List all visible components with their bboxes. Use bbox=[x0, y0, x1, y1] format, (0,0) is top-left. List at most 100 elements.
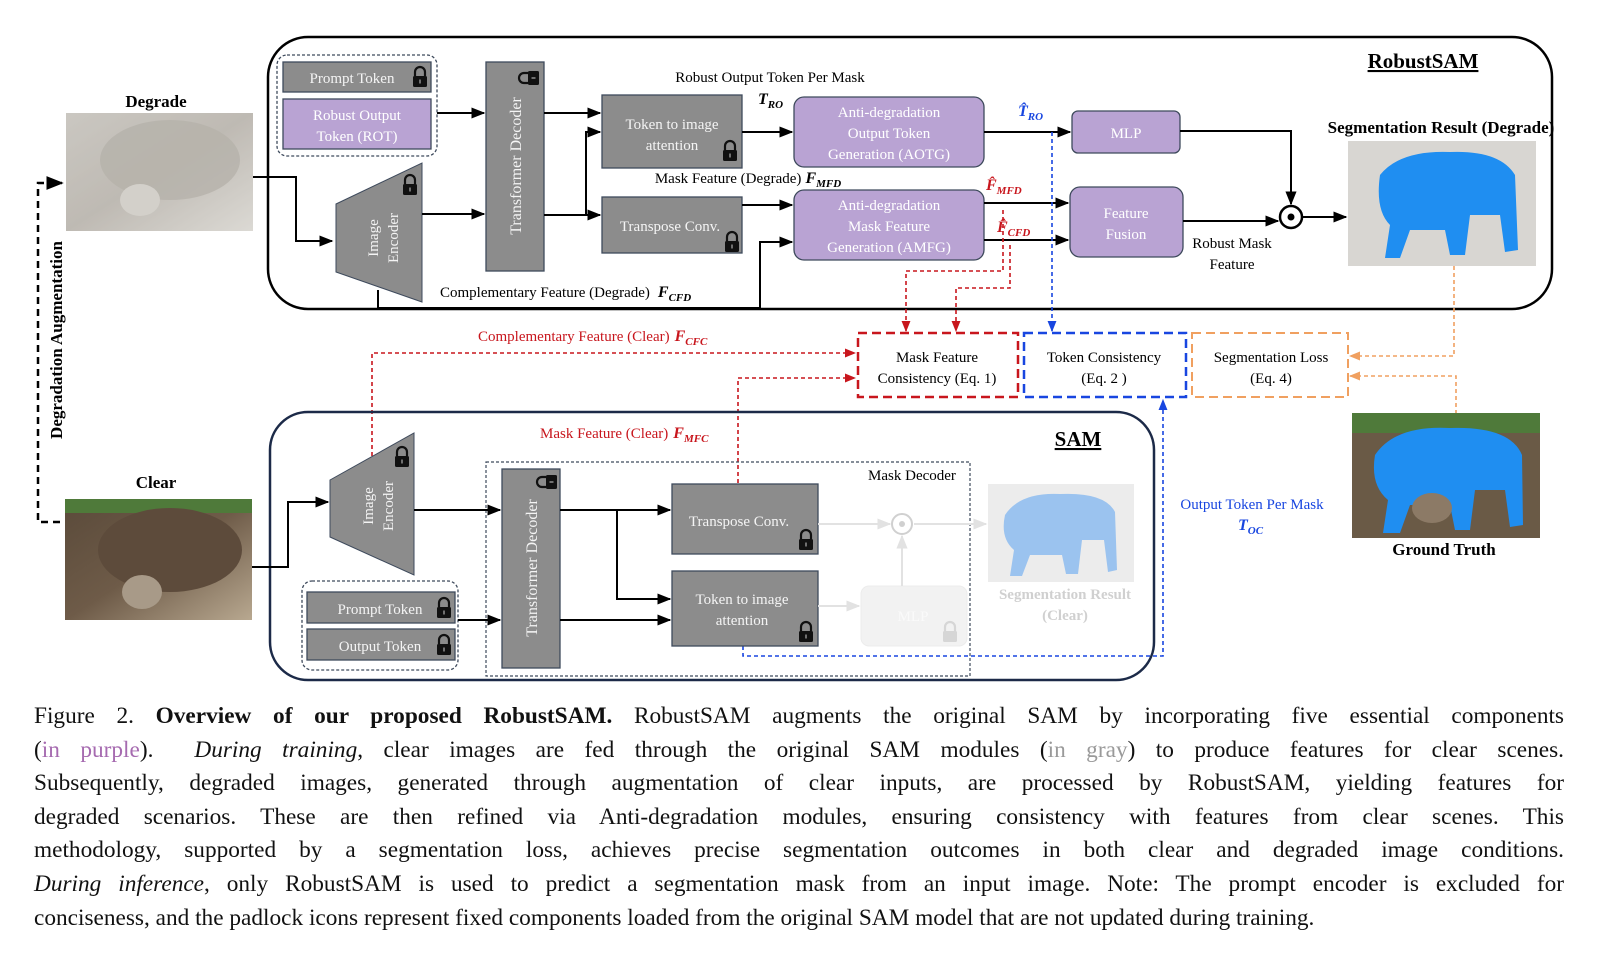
sam-faded-arrows bbox=[818, 518, 988, 612]
token-consistency-loss: Token Consistency (Eq. 2 ) bbox=[1022, 331, 1188, 399]
caption-line-7: conciseness, and the padlock icons repre… bbox=[34, 904, 1315, 931]
seg-loss-line2: (Eq. 4) bbox=[1250, 371, 1292, 387]
seg-result-degrade-image bbox=[1348, 141, 1536, 266]
caption-text: , only RobustSAM is used to predict a se… bbox=[204, 870, 1565, 897]
t-ro-hat-symbol: T̂RO bbox=[1018, 101, 1043, 123]
feature-fusion-line1: Feature bbox=[1104, 206, 1149, 222]
transformer-decoder-label: Transformer Decoder bbox=[508, 97, 525, 235]
sam-transformer-decoder: Transformer Decoder bbox=[501, 468, 561, 669]
sam-transpose-conv: Transpose Conv. bbox=[671, 483, 819, 555]
caption-line-6: During inference, only RobustSAM is used… bbox=[34, 868, 1564, 902]
robust-mlp: MLP bbox=[1071, 110, 1181, 154]
robustsam-title: RobustSAM bbox=[1368, 49, 1479, 73]
sam-transformer-decoder-label: Transformer Decoder bbox=[524, 499, 541, 637]
sam-mlp-faded: MLP bbox=[860, 585, 968, 647]
caption-line-4: degraded scenarios. These are then refin… bbox=[34, 803, 1564, 830]
amfg-line1: Anti-degradation bbox=[838, 198, 941, 214]
f-cfd-hat-symbol: F̂CFD bbox=[996, 217, 1030, 239]
caption-line-2: (in purple). During training, clear imag… bbox=[34, 734, 1564, 768]
caption-italic-text: During inference bbox=[34, 870, 205, 897]
sam-prompt-token-label: Prompt Token bbox=[338, 602, 423, 618]
token-consistency-line1: Token Consistency bbox=[1047, 350, 1162, 366]
seg-loss-line1: Segmentation Loss bbox=[1214, 350, 1329, 366]
mask-decoder-group bbox=[485, 461, 971, 677]
robust-output-token-label: Robust Output Token Per Mask bbox=[675, 70, 865, 86]
robust-image-encoder: Image Encoder bbox=[335, 162, 423, 303]
token-to-image-line2: attention bbox=[646, 138, 699, 154]
caption-purple-text: in purple bbox=[41, 736, 140, 763]
amfg-line3: Generation (AMFG) bbox=[827, 240, 951, 256]
token-consistency-line2: (Eq. 2 ) bbox=[1081, 371, 1126, 387]
caption-text: , clear images are fed through the origi… bbox=[357, 736, 1048, 763]
aotg-line1: Anti-degradation bbox=[838, 105, 941, 121]
feature-fusion-module: Feature Fusion bbox=[1069, 186, 1184, 258]
image-encoder-line2: Encoder bbox=[386, 213, 402, 263]
sam-token-to-image-attention: Token to image attention bbox=[671, 570, 819, 647]
feature-fusion-line2: Fusion bbox=[1106, 227, 1147, 243]
caption-gray-text: in gray bbox=[1047, 736, 1128, 763]
ground-truth-label: Ground Truth bbox=[1392, 540, 1496, 559]
seg-result-degrade-label: Segmentation Result (Degrade) bbox=[1328, 118, 1555, 137]
robustsam-architecture-diagram: Degrade Clear Degradation Augmentation R… bbox=[36, 35, 1555, 682]
mask-consistency-line1: Mask Feature bbox=[896, 350, 978, 366]
rot-label-line1: Robust Output bbox=[313, 108, 402, 124]
caption-line-1: Figure 2. Overview of our proposed Robus… bbox=[34, 700, 1564, 734]
aotg-line3: Generation (AOTG) bbox=[828, 147, 950, 163]
mlp-label: MLP bbox=[1111, 126, 1142, 142]
robust-mask-feature-line1: Robust Mask bbox=[1192, 236, 1272, 252]
output-token-per-mask-label: Output Token Per Mask bbox=[1180, 497, 1324, 513]
mask-feature-consistency-loss: Mask Feature Consistency (Eq. 1) bbox=[856, 331, 1020, 399]
caption-text: ) to produce features for clear scenes. bbox=[1127, 736, 1564, 763]
sam-image-encoder-line1: Image bbox=[361, 487, 377, 525]
robust-output-token-box: Robust Output Token (ROT) bbox=[282, 98, 432, 150]
caption-italic-text: During training bbox=[194, 736, 358, 763]
segmentation-loss-arrows bbox=[1348, 266, 1457, 414]
aotg-module: Anti-degradation Output Token Generation… bbox=[793, 96, 985, 168]
figure-caption: Figure 2. Overview of our proposed Robus… bbox=[34, 700, 1564, 935]
sam-mlp-label: MLP bbox=[898, 609, 929, 625]
sam-token-to-image-line2: attention bbox=[716, 613, 769, 629]
clear-label: Clear bbox=[136, 473, 177, 492]
robust-mask-feature-line2: Feature bbox=[1210, 257, 1255, 273]
sam-title: SAM bbox=[1055, 427, 1102, 451]
sam-prompt-token-box: Prompt Token bbox=[306, 591, 456, 624]
image-encoder-line1: Image bbox=[366, 219, 382, 257]
robust-transpose-conv: Transpose Conv. bbox=[601, 196, 743, 254]
mask-feature-consistency-arrows bbox=[371, 210, 1011, 483]
mask-decoder-label: Mask Decoder bbox=[868, 468, 956, 484]
t-ro-symbol: TRO bbox=[758, 91, 783, 111]
robustsam-flow-arrows bbox=[253, 107, 1348, 309]
sam-panel bbox=[268, 410, 1156, 682]
sam-token-to-image-line1: Token to image bbox=[695, 592, 788, 608]
complementary-clear-label: Complementary Feature (Clear)FCFC bbox=[478, 328, 708, 348]
mask-feature-degrade-label: Mask Feature (Degrade)FMFD bbox=[655, 170, 841, 190]
sam-transpose-conv-label: Transpose Conv. bbox=[689, 514, 789, 530]
token-to-image-line1: Token to image bbox=[625, 117, 718, 133]
caption-text: ( bbox=[34, 736, 42, 763]
transpose-conv-label: Transpose Conv. bbox=[620, 219, 720, 235]
degrade-label: Degrade bbox=[125, 92, 187, 111]
sam-image-encoder: Image Encoder bbox=[329, 432, 415, 576]
caption-line-3: Subsequently, degraded images, generated… bbox=[34, 770, 1564, 797]
mask-consistency-line2: Consistency (Eq. 1) bbox=[878, 371, 997, 387]
caption-text: ). bbox=[139, 736, 154, 763]
sam-seg-result-line1: Segmentation Result bbox=[999, 587, 1131, 603]
mask-feature-clear-label: Mask Feature (Clear)FMFC bbox=[540, 425, 709, 445]
figure-number: Figure 2. bbox=[34, 703, 134, 729]
caption-title: Overview of our proposed RobustSAM. bbox=[155, 703, 613, 729]
sam-output-token-box: Output Token bbox=[306, 628, 456, 661]
aotg-line2: Output Token bbox=[848, 126, 931, 142]
sam-flow-arrows bbox=[252, 496, 672, 626]
token-consistency-arrows bbox=[742, 132, 1168, 657]
sam-image-encoder-line2: Encoder bbox=[381, 481, 397, 531]
amfg-module: Anti-degradation Mask Feature Generation… bbox=[793, 189, 985, 261]
clear-input-image bbox=[65, 499, 252, 620]
rot-label-line2: Token (ROT) bbox=[316, 129, 397, 145]
robust-token-to-image-attention: Token to image attention bbox=[601, 94, 743, 169]
complementary-degrade-label: Complementary Feature (Degrade)FCFD bbox=[440, 284, 691, 304]
prompt-token-box: Prompt Token bbox=[282, 61, 432, 93]
degrade-input-image bbox=[66, 113, 253, 231]
robust-token-group bbox=[276, 54, 438, 157]
segmentation-loss: Segmentation Loss (Eq. 4) bbox=[1191, 332, 1349, 398]
dot-product-operator bbox=[1278, 204, 1304, 230]
